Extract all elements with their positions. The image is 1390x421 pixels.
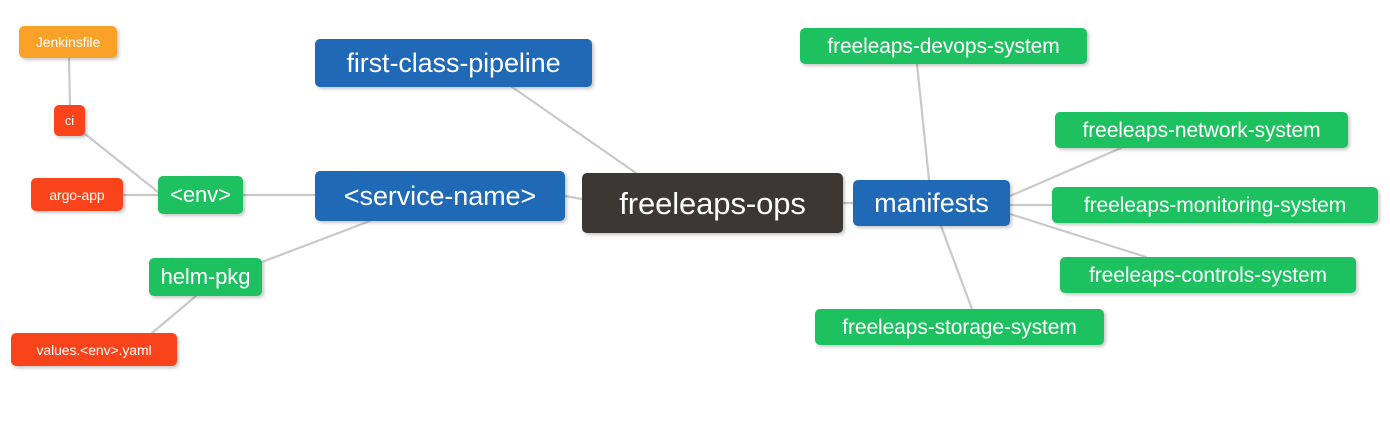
node-label-storage-system: freeleaps-storage-system [842,315,1077,339]
node-manifests[interactable]: manifests [853,180,1010,226]
node-label-controls-system: freeleaps-controls-system [1089,263,1327,287]
edge-service-name-to-freeleaps-ops [563,194,584,201]
node-values-yaml[interactable]: values.<env>.yaml [11,333,177,366]
node-label-service-name: <service-name> [343,180,537,211]
node-label-monitoring-system: freeleaps-monitoring-system [1083,193,1347,217]
node-label-manifests: manifests [874,187,989,218]
node-helm-pkg[interactable]: helm-pkg [149,258,262,296]
edge-first-class-pipeline-to-freeleaps-ops [510,85,638,175]
node-label-first-class-pipeline: first-class-pipeline [346,47,561,78]
node-env[interactable]: <env> [158,176,243,214]
node-network-system[interactable]: freeleaps-network-system [1055,112,1348,148]
node-label-values-yaml: values.<env>.yaml [36,341,152,358]
node-controls-system[interactable]: freeleaps-controls-system [1060,257,1356,293]
node-jenkinsfile[interactable]: Jenkinsfile [19,26,117,58]
node-first-class-pipeline[interactable]: first-class-pipeline [315,39,592,87]
node-argo-app[interactable]: argo-app [31,178,123,211]
edge-values-yaml-to-helm-pkg [150,294,198,335]
edge-helm-pkg-to-service-name [260,219,372,264]
edge-manifests-to-devops-system [915,62,931,182]
node-label-helm-pkg: helm-pkg [160,264,251,289]
node-label-jenkinsfile: Jenkinsfile [35,34,101,50]
node-devops-system[interactable]: freeleaps-devops-system [800,28,1087,64]
node-label-freeleaps-ops: freeleaps-ops [619,185,806,221]
node-monitoring-system[interactable]: freeleaps-monitoring-system [1052,187,1378,223]
node-service-name[interactable]: <service-name> [315,171,565,221]
node-label-network-system: freeleaps-network-system [1082,118,1321,142]
node-storage-system[interactable]: freeleaps-storage-system [815,309,1104,345]
edge-manifests-to-storage-system [939,224,974,311]
node-label-argo-app: argo-app [49,186,105,203]
edge-jenkinsfile-to-ci [67,56,72,107]
node-label-devops-system: freeleaps-devops-system [827,34,1060,58]
node-label-ci: ci [64,113,75,128]
node-label-env: <env> [170,182,231,207]
node-freeleaps-ops[interactable]: freeleaps-ops [582,173,843,233]
node-ci[interactable]: ci [54,105,85,136]
